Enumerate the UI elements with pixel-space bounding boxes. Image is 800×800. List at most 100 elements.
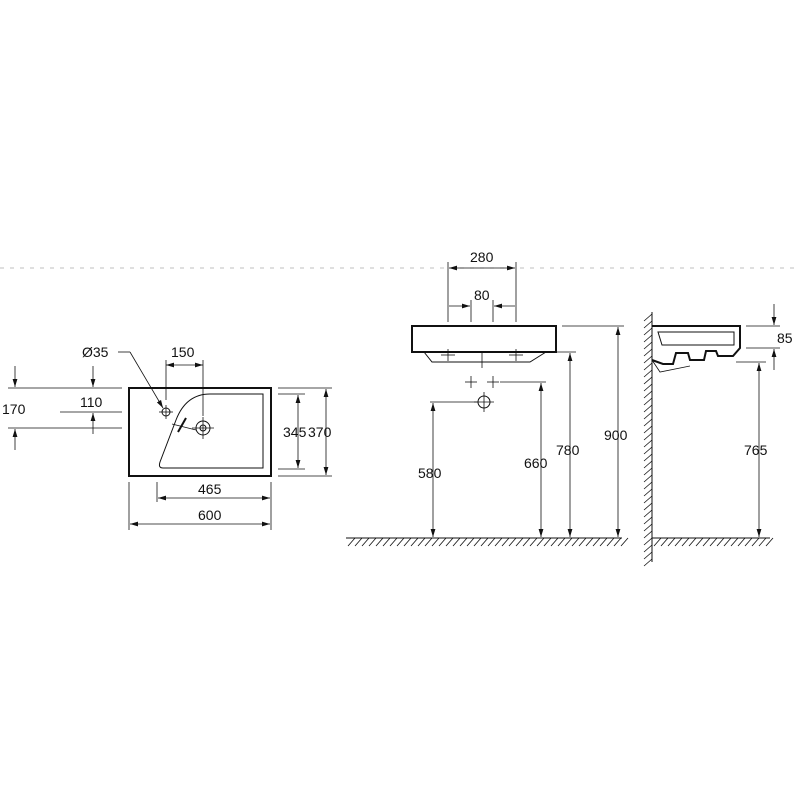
diameter-leader-arrow bbox=[129, 351, 164, 409]
hatch-stroke bbox=[643, 439, 653, 448]
dim-tap-offset: 150 bbox=[171, 344, 195, 360]
bowl-outline bbox=[158, 393, 264, 469]
hatch-stroke bbox=[643, 523, 653, 532]
dim-depth-inner: 345 bbox=[283, 424, 307, 440]
connection-points bbox=[465, 376, 499, 388]
hatch-stroke bbox=[536, 537, 545, 547]
dim-left-outer: 170 bbox=[2, 401, 26, 417]
hatch-stroke bbox=[529, 537, 538, 547]
hatch-stroke bbox=[417, 537, 426, 547]
hatch-stroke bbox=[620, 537, 629, 547]
hatch-stroke bbox=[643, 411, 653, 420]
hatch-stroke bbox=[758, 537, 767, 547]
hatch-stroke bbox=[410, 537, 419, 547]
tap-hole-symbol bbox=[159, 405, 173, 419]
hatch-stroke bbox=[424, 537, 433, 547]
hatch-stroke bbox=[765, 537, 774, 547]
hatch-stroke bbox=[403, 537, 412, 547]
dim-left-inner: 110 bbox=[80, 394, 103, 410]
hatch-stroke bbox=[643, 425, 653, 434]
hatch-stroke bbox=[643, 516, 653, 525]
hatch-stroke bbox=[702, 537, 711, 547]
hatch-stroke bbox=[643, 432, 653, 441]
basin-outline bbox=[128, 387, 272, 477]
hatch-stroke bbox=[695, 537, 704, 547]
hatch-stroke bbox=[466, 537, 475, 547]
hatch-stroke bbox=[375, 537, 384, 547]
hatch-stroke bbox=[643, 537, 653, 546]
basin-side-bracket bbox=[651, 359, 691, 373]
hatch-stroke bbox=[592, 537, 601, 547]
hatch-stroke bbox=[643, 467, 653, 476]
hatch-stroke bbox=[347, 537, 356, 547]
hatch-stroke bbox=[396, 537, 405, 547]
hatch-stroke bbox=[643, 418, 653, 427]
hatch-stroke bbox=[643, 530, 653, 539]
hatch-stroke bbox=[643, 558, 653, 567]
hatch-stroke bbox=[361, 537, 370, 547]
hatch-stroke bbox=[557, 537, 566, 547]
dim-depth-outer: 370 bbox=[308, 424, 332, 440]
hatch-stroke bbox=[643, 376, 653, 385]
dim-top-inner: 80 bbox=[474, 287, 490, 303]
hatch-stroke bbox=[688, 537, 697, 547]
dim-height-580: 580 bbox=[418, 465, 442, 481]
hatch-stroke bbox=[744, 537, 753, 547]
hatch-stroke bbox=[737, 537, 746, 547]
hatch-stroke bbox=[368, 537, 377, 547]
hatch-stroke bbox=[643, 502, 653, 511]
hatch-stroke bbox=[431, 537, 440, 547]
hatch-stroke bbox=[578, 537, 587, 547]
hatch-stroke bbox=[643, 334, 653, 343]
hatch-stroke bbox=[643, 453, 653, 462]
hatch-stroke bbox=[473, 537, 482, 547]
hatch-stroke bbox=[643, 390, 653, 399]
hatch-stroke bbox=[643, 488, 653, 497]
basin-front-underside bbox=[423, 351, 547, 363]
hatch-stroke bbox=[515, 537, 524, 547]
wall-hatch bbox=[643, 313, 653, 567]
basin-side-bowl bbox=[657, 331, 735, 346]
hatch-stroke bbox=[571, 537, 580, 547]
hatch-stroke bbox=[354, 537, 363, 547]
hatch-stroke bbox=[550, 537, 559, 547]
hatch-stroke bbox=[459, 537, 468, 547]
hatch-stroke bbox=[501, 537, 510, 547]
tap-symbol-left bbox=[441, 349, 455, 361]
hatch-stroke bbox=[643, 320, 653, 329]
hatch-stroke bbox=[643, 446, 653, 455]
side-view: 85 765 bbox=[643, 304, 793, 567]
hatch-stroke bbox=[564, 537, 573, 547]
hatch-stroke bbox=[585, 537, 594, 547]
hatch-stroke bbox=[613, 537, 622, 547]
hatch-stroke bbox=[438, 537, 447, 547]
hatch-stroke bbox=[643, 404, 653, 413]
hatch-stroke bbox=[643, 460, 653, 469]
hatch-stroke bbox=[452, 537, 461, 547]
dim-height-765: 765 bbox=[744, 442, 768, 458]
hatch-stroke bbox=[487, 537, 496, 547]
hatch-stroke bbox=[494, 537, 503, 547]
section-mark bbox=[177, 417, 187, 433]
basin-side-profile bbox=[651, 325, 741, 365]
hatch-stroke bbox=[543, 537, 552, 547]
section-line bbox=[171, 423, 197, 431]
hatch-stroke bbox=[709, 537, 718, 547]
hatch-stroke bbox=[643, 474, 653, 483]
hatch-stroke bbox=[643, 348, 653, 357]
tap-symbol-right bbox=[509, 349, 523, 361]
hatch-stroke bbox=[522, 537, 531, 547]
hatch-stroke bbox=[716, 537, 725, 547]
hatch-stroke bbox=[643, 313, 653, 322]
hatch-stroke bbox=[723, 537, 732, 547]
hatch-stroke bbox=[674, 537, 683, 547]
dim-width-total: 600 bbox=[198, 507, 222, 523]
hatch-stroke bbox=[667, 537, 676, 547]
hatch-stroke bbox=[382, 537, 391, 547]
hatch-stroke bbox=[643, 327, 653, 336]
hatch-stroke bbox=[508, 537, 517, 547]
hatch-stroke bbox=[643, 544, 653, 553]
hatch-stroke bbox=[643, 362, 653, 371]
dim-height-900: 900 bbox=[604, 427, 628, 443]
